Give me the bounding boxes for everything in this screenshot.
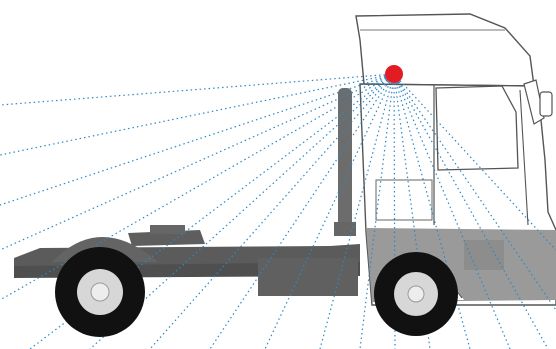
- exhaust-stack: [334, 88, 356, 236]
- sensor-red-dot: [385, 65, 403, 83]
- coverage-ray: [393, 73, 556, 311]
- coverage-ray: [393, 73, 511, 349]
- coverage-ray: [264, 73, 395, 349]
- coverage-ray: [0, 73, 395, 301]
- coverage-ray: [0, 73, 395, 156]
- front-wheel: [374, 252, 458, 336]
- coverage-ray: [393, 73, 549, 349]
- coverage-ray: [0, 73, 395, 206]
- truck-cab: [355, 13, 556, 306]
- coverage-ray: [89, 73, 395, 349]
- coverage-ray: [149, 73, 395, 349]
- coverage-ray: [209, 73, 395, 349]
- coverage-ray: [359, 73, 395, 349]
- coverage-ray: [393, 73, 431, 349]
- sensor-coverage-rays: [0, 73, 556, 349]
- coverage-ray: [0, 73, 395, 106]
- rear-wheel: [55, 247, 145, 337]
- coverage-ray: [393, 73, 396, 349]
- coverage-ray: [393, 73, 556, 251]
